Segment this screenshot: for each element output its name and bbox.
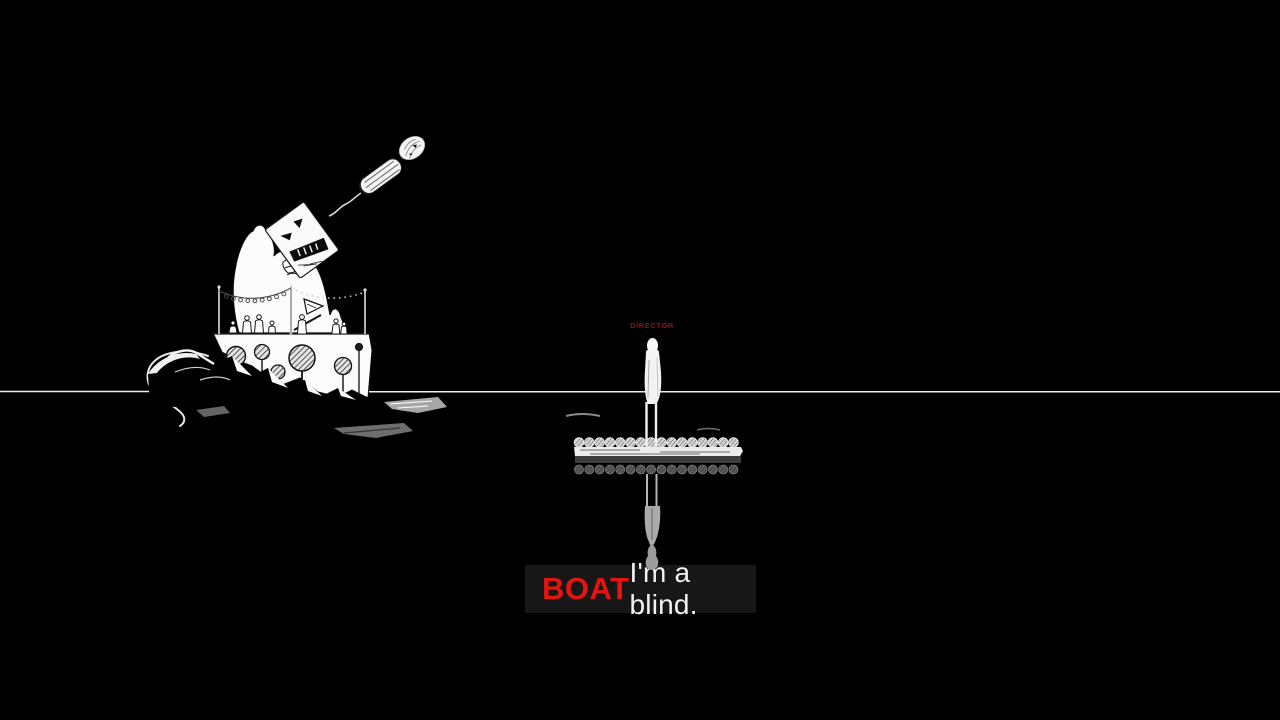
raft-float-row	[573, 437, 739, 448]
character-name-label: DİRECTOR	[630, 321, 674, 330]
director-figure	[644, 338, 662, 449]
raft-float-row-reflection	[574, 464, 739, 475]
raft-float	[614, 437, 626, 448]
raft-float-reflection	[574, 464, 584, 475]
raft-float	[594, 437, 605, 448]
ship-illustration	[146, 135, 447, 438]
raft-float-reflection	[697, 464, 708, 475]
match-body	[358, 158, 402, 195]
raft-float-reflection	[584, 464, 595, 475]
raft-float	[645, 437, 657, 448]
subtitle-dialogue-text: I'm a blind.	[629, 557, 698, 620]
creature-head	[265, 201, 339, 279]
raft-illustration	[565, 413, 743, 475]
raft-float	[707, 437, 719, 448]
creature-chin	[282, 257, 305, 274]
ship-creature-body	[232, 224, 347, 334]
bunting-loop	[245, 298, 251, 304]
raft-float-reflection	[708, 464, 718, 475]
match-flame	[398, 135, 426, 161]
raft-float-reflection	[687, 464, 698, 475]
raft-float-reflection	[728, 464, 739, 475]
bunting-loop	[274, 294, 280, 300]
raft-float-reflection	[635, 464, 646, 475]
raft-float	[717, 437, 729, 448]
hull-porthole-trees	[225, 342, 364, 399]
raft-float-reflection	[594, 464, 605, 475]
ship-hull	[212, 332, 373, 399]
raft-plank	[574, 447, 743, 456]
subtitle-speaker-label: BOAT	[542, 571, 630, 606]
raft-float-reflection	[625, 464, 636, 475]
raft-float-reflection	[656, 464, 667, 475]
bunting-loops	[223, 291, 287, 304]
raft-float	[584, 437, 595, 448]
bunting-loop	[281, 291, 287, 297]
raft-float	[573, 437, 585, 448]
raft-float-reflection	[646, 464, 656, 475]
bunting-loop	[231, 296, 236, 301]
bunting-loop	[252, 298, 258, 304]
raft-float	[666, 437, 677, 448]
raft-float	[625, 437, 636, 448]
raft-plank-grain	[580, 449, 730, 455]
bunting-loop	[267, 296, 272, 302]
raft-float	[728, 437, 739, 448]
match-stick	[328, 192, 362, 217]
bunting-loop	[223, 293, 229, 299]
deck-figures	[228, 314, 348, 335]
bunting-string-left	[218, 287, 292, 299]
water-shadows	[196, 397, 447, 438]
raft-float	[656, 437, 667, 448]
bunting-loop	[259, 297, 265, 303]
raft-float	[676, 437, 688, 448]
raft-float-reflection	[718, 464, 729, 475]
raft-float	[635, 437, 647, 448]
raft-float	[687, 437, 698, 448]
bunting-string-right	[290, 287, 366, 299]
raft-float	[604, 437, 616, 448]
bunting-loop	[238, 297, 244, 303]
raft-float-reflection	[615, 464, 626, 475]
water-reflection-figure	[644, 474, 661, 570]
raft-water-mark-left	[565, 413, 601, 417]
raft-float	[697, 437, 708, 448]
raft-float-reflection	[677, 464, 687, 475]
paper-hat	[303, 298, 325, 315]
ship-rope	[146, 350, 209, 427]
raft-plank-reflection	[575, 456, 741, 463]
deck-poles	[217, 283, 367, 335]
subtitle-bar: BOAT I'm a blind.	[525, 557, 756, 620]
creature-chin-shading	[284, 265, 301, 277]
raft-float-reflection	[605, 464, 615, 475]
raft-float-reflection	[666, 464, 677, 475]
mound-diagonal-mark	[293, 314, 322, 331]
raft-water-mark-right	[696, 427, 721, 431]
bow-waves	[148, 349, 372, 414]
